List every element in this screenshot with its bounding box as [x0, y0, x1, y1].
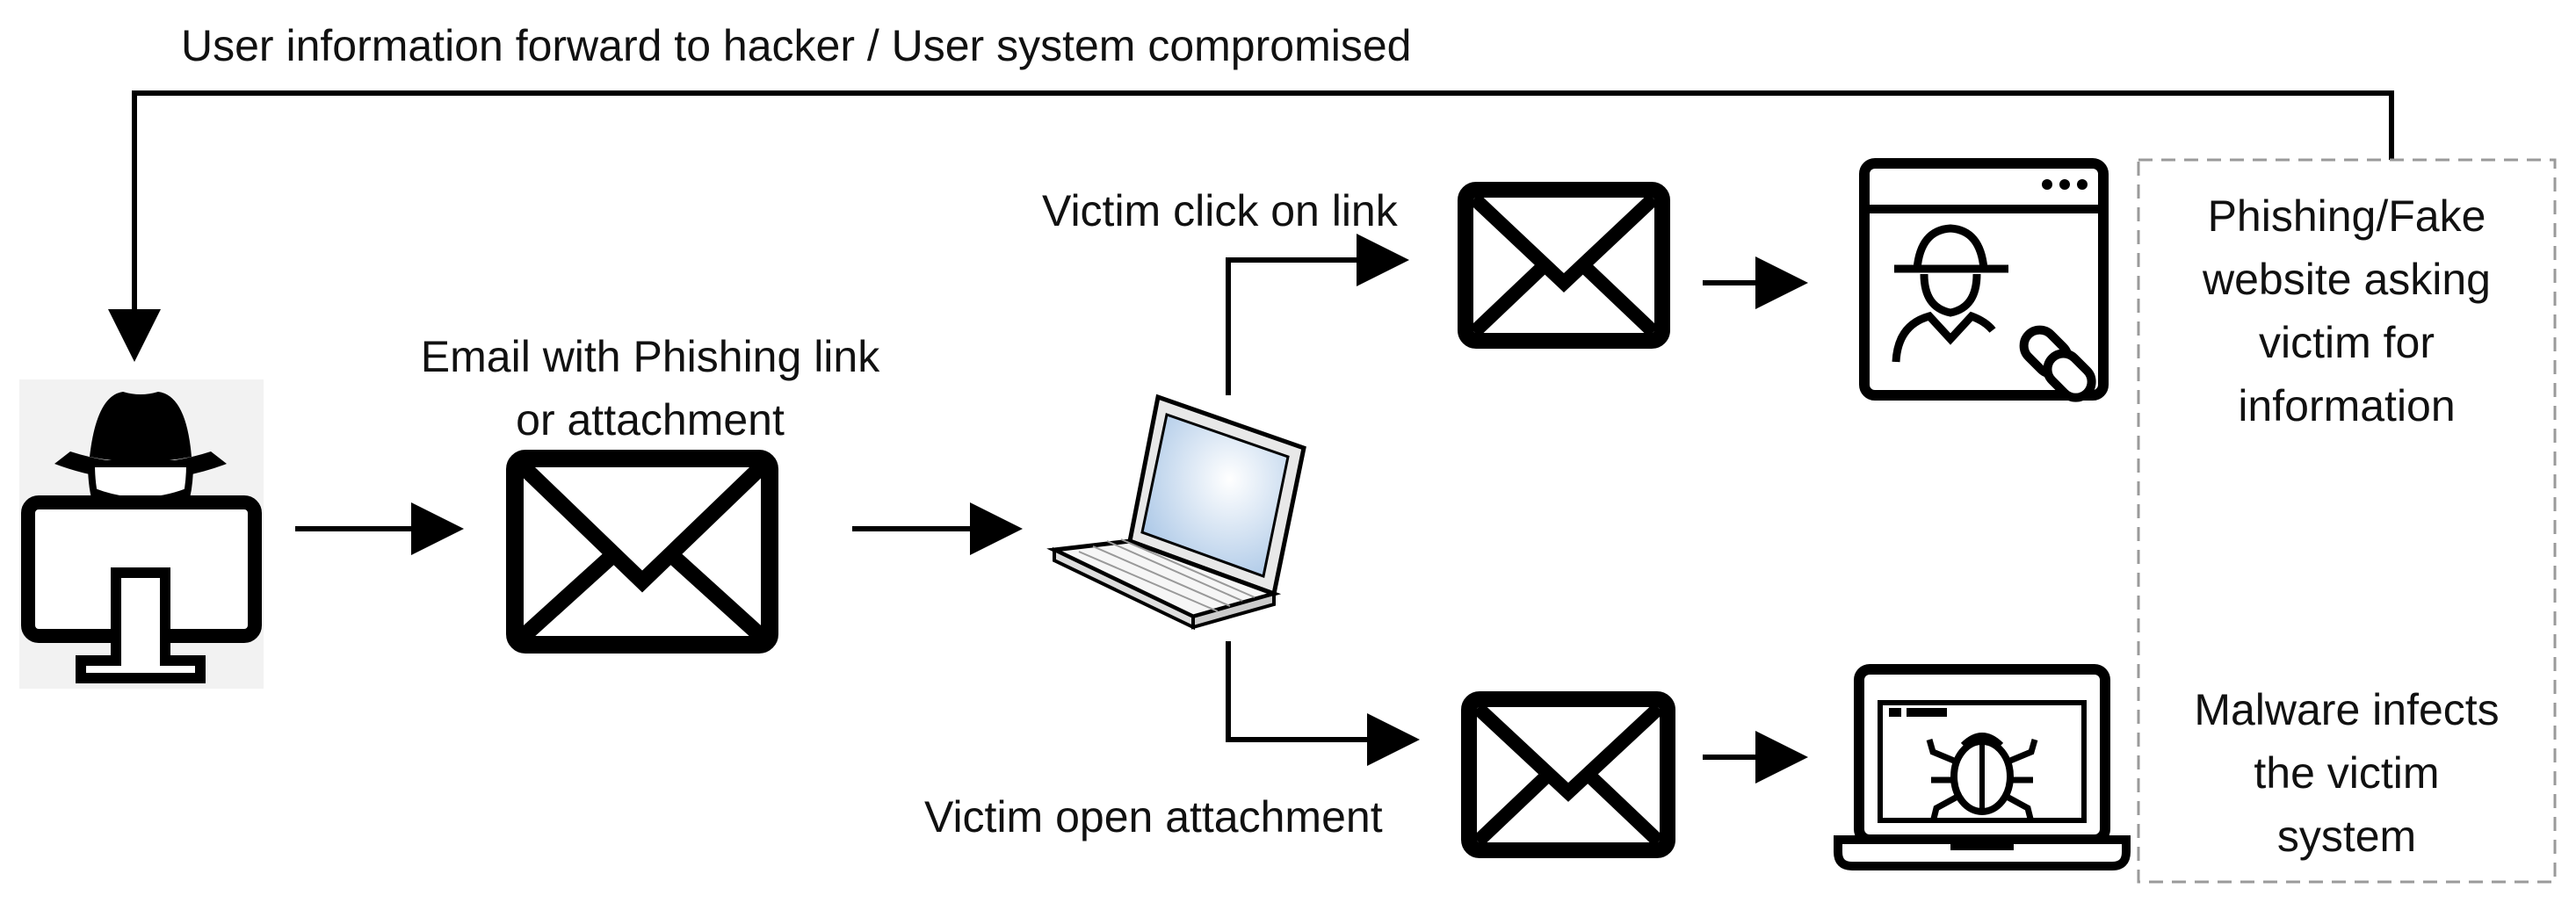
email-label-line1: Email with Phishing link [420, 332, 880, 381]
malware-description: Malware infects the victim system [2144, 678, 2550, 868]
laptop-icon [1046, 394, 1306, 631]
open-attachment-label: Victim open attachment [924, 792, 1383, 841]
malware-bug-laptop-icon [1834, 664, 2131, 870]
envelope-icon [1458, 182, 1670, 349]
envelope-icon [1461, 691, 1675, 858]
email-label: Email with Phishing link or attachment [378, 325, 923, 451]
malware-description-line: Malware infects [2194, 685, 2500, 734]
arrow-branch-top [1226, 234, 1409, 395]
email-label-line2: or attachment [516, 395, 785, 444]
phishing-description-line: victim for [2259, 318, 2435, 367]
click-link-label: Victim click on link [1042, 186, 1398, 235]
phishing-description: Phishing/Fake website asking victim for … [2144, 184, 2550, 437]
envelope-icon [506, 450, 778, 654]
feedback-label: User information forward to hacker / Use… [181, 21, 1412, 70]
description-panel [2137, 158, 2557, 884]
feedback-arrow [108, 90, 2394, 362]
phishing-description-line: Phishing/Fake [2207, 191, 2486, 241]
malware-description-line: the victim [2254, 748, 2440, 798]
hacker-monitor-icon [19, 379, 264, 689]
phishing-description-line: information [2238, 381, 2456, 430]
phishing-description-line: website asking [2203, 255, 2491, 304]
fake-website-icon [1859, 158, 2109, 402]
malware-description-line: system [2276, 812, 2417, 861]
arrow-branch-bottom [1226, 641, 1420, 766]
